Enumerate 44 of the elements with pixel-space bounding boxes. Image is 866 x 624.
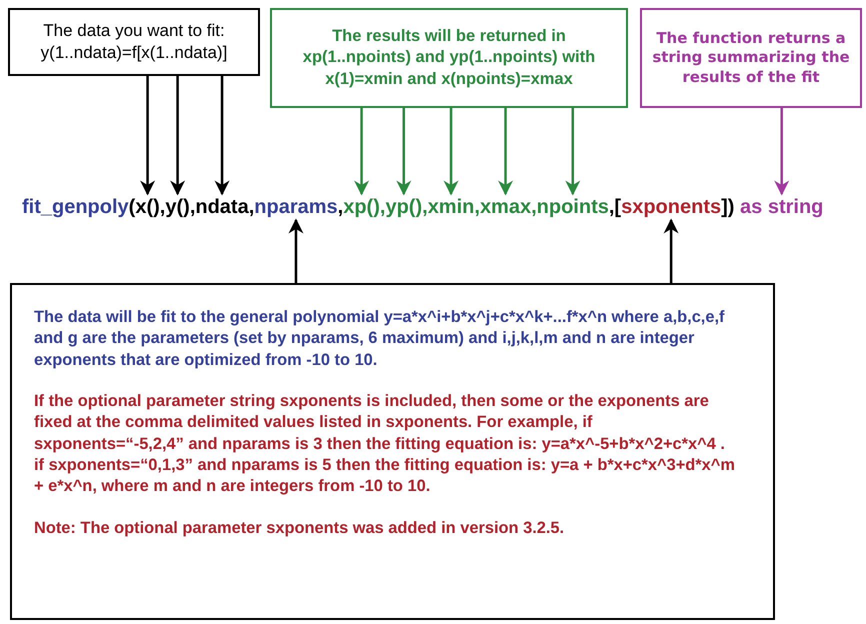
signature-text: , bbox=[160, 196, 166, 218]
signature-text: , bbox=[190, 196, 196, 218]
signature-text: , bbox=[338, 196, 344, 218]
callout-text: If the optional parameter string sxponents is included, then some or the exponents are fixed at the comma delimited values listed in sxponents. For example, if sxponents=“-5,2,4” and nparams is 3 then the fitting equation is: y=a*x^-5+b*x^2+c*x^4 . if sxponents=“0,1,3” and nparams is 5 then the fitting equation is: y=a + b*x+c*x^3+d*x^m + e*x^n, where m and n are integers from -10 to 10. bbox=[34, 390, 736, 498]
arrow bbox=[774, 108, 790, 196]
callout-box bbox=[10, 283, 775, 620]
callout-text: The results will be returned in xp(1..npoints) and yp(1..npoints) with x(1)=xmin and x(npoints)=xmax bbox=[302, 26, 596, 90]
signature-text: ]) bbox=[721, 196, 734, 218]
callout-box bbox=[270, 8, 628, 108]
arrow bbox=[214, 76, 230, 196]
parameter-name: x() bbox=[135, 196, 160, 218]
arrow bbox=[565, 108, 580, 196]
signature-text: , bbox=[422, 196, 428, 218]
parameter-name: xmax bbox=[480, 196, 532, 218]
callout-text: The data will be fit to the general polynomial y=a*x^i+b*x^j+c*x^k+...f*x^n where a,b,c,e,f and g are the parameters (set by nparams, 6 maximum) and i,j,k,l,m and n are integer exponents that are optimized from -10 to 10. bbox=[34, 307, 726, 371]
parameter-name: nparams bbox=[254, 196, 338, 218]
parameter-name: yp() bbox=[385, 196, 422, 218]
parameter-name: as string bbox=[740, 196, 824, 218]
callout-text: Note: The optional parameter sxponents was added in version 3.2.5. bbox=[34, 518, 566, 539]
signature-text: fit_genpoly bbox=[22, 196, 129, 218]
callout-box bbox=[8, 8, 260, 76]
arrow bbox=[664, 218, 679, 283]
callout-box bbox=[640, 8, 862, 108]
callout-text: The function returns a string summarizing the results of the fit bbox=[651, 28, 851, 88]
parameter-name: sxponents bbox=[621, 196, 722, 218]
callout-text: The data you want to fit: y(1..ndata)=f[x(1..ndata)] bbox=[40, 20, 228, 64]
parameter-name: xmin bbox=[428, 196, 474, 218]
arrow bbox=[170, 76, 186, 196]
signature-text: , bbox=[248, 196, 254, 218]
parameter-name: xp() bbox=[343, 196, 380, 218]
signature-text: , bbox=[474, 196, 480, 218]
arrow bbox=[498, 108, 514, 196]
arrow bbox=[354, 108, 370, 196]
parameter-name: npoints bbox=[536, 196, 609, 218]
arrow bbox=[288, 218, 304, 283]
arrow bbox=[444, 108, 459, 196]
signature-text: , bbox=[531, 196, 537, 218]
signature-text: , bbox=[380, 196, 386, 218]
parameter-name: y() bbox=[165, 196, 190, 218]
arrow bbox=[140, 76, 156, 196]
signature-text: ,[ bbox=[608, 196, 622, 218]
signature-text: ( bbox=[128, 196, 136, 218]
parameter-name: ndata bbox=[195, 196, 249, 218]
arrow bbox=[396, 108, 412, 196]
